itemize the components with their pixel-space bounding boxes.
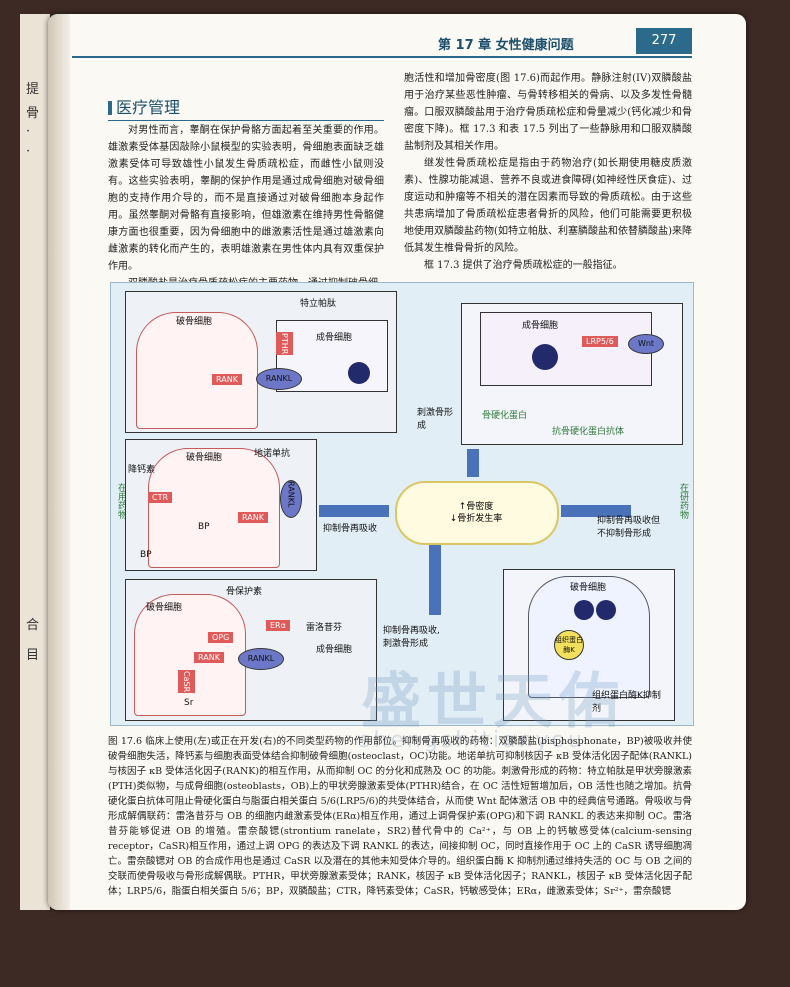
chapter-title: 第 17 章 女性健康问题 (438, 38, 574, 53)
page-number: 277 (636, 28, 692, 54)
inhibitor-label: 组织蛋白酶K抑制剂 (592, 691, 661, 714)
adjacent-page-char: 合 (26, 618, 40, 633)
osteoblast-cell (480, 312, 652, 386)
bp-label: BP (140, 550, 152, 560)
rank-receptor: RANK (212, 374, 242, 385)
watermark: 盛世天佑 (361, 667, 625, 737)
wnt-oval: Wnt (628, 334, 664, 354)
cathepsin-k-enzyme: 组织蛋白酶K (554, 630, 584, 660)
osteoblast-label: 成骨细胞 (316, 333, 353, 343)
rankl-oval: RANKL (280, 480, 302, 518)
adjacent-page-char: · (26, 144, 31, 159)
panel-calcitonin-denosumab: 破骨细胞 降钙素 地诺单抗 CTR RANK RANKL BP BP (125, 439, 317, 571)
adjacent-page-edge: 提 骨 · · 合 目 (20, 14, 50, 910)
rankl-label: RANKL (247, 654, 275, 663)
panel-sclerostin: 成骨细胞 LRP5/6 Wnt 骨硬化蛋白 抗骨硬化蛋白抗体 (461, 303, 683, 445)
arrow-label-stimulate: 刺激骨形成 (417, 408, 454, 431)
arrow-label-inhibit-stim: 抑制骨再吸收,刺激骨形成 (383, 626, 440, 649)
paragraph: 框 17.3 提供了治疗骨质疏松症的一般指征。 (424, 260, 623, 271)
book-spine (48, 14, 70, 910)
watermark-pinyin: shengshitianyou (359, 728, 585, 753)
drug-calcitonin: 降钙素 (128, 465, 156, 475)
osteoclast-cell (134, 594, 246, 716)
panel-teriparatide: 破骨细胞 成骨细胞 特立帕肽 PTHR RANK RANKL (125, 291, 397, 433)
enzyme-label: 组织蛋白酶K (555, 636, 583, 654)
arrow-label-inhibit-nostim: 抑制骨再吸收但不抑制骨形成 (597, 516, 661, 539)
bone-text: ↑骨密度 ↓骨折发生率 (421, 501, 531, 525)
paragraph: 胞活性和增加骨密度(图 17.6)而起作用。静脉注射(IV)双膦酸盐用于治疗某些… (404, 73, 692, 152)
rank-receptor: RANK (194, 652, 224, 663)
section-title-text: 医疗管理 (116, 98, 181, 117)
figure-caption: 图 17.6 临床上使用(左)或正在开发(右)的不同类型药物的作用部位。抑制骨再… (108, 736, 692, 897)
bp-label: BP (198, 522, 210, 532)
pthr-receptor: PTHR (276, 332, 293, 356)
figure-17-6: 在用药物 在研药物 破骨细胞 成骨细胞 特立帕肽 PTHR RANK RANKL… (110, 282, 694, 753)
sclerostin-label: 骨硬化蛋白 (482, 411, 528, 421)
sr-label: Sr (184, 698, 194, 708)
arrow-label-inhibit: 抑制骨再吸收 (323, 524, 378, 534)
er-label: ERα (266, 620, 290, 631)
osteoblast-label: 成骨细胞 (316, 645, 353, 655)
antibody-label: 抗骨硬化蛋白抗体 (552, 427, 625, 437)
rankl-oval: RANKL (238, 648, 284, 670)
drug-teriparatide: 特立帕肽 (300, 299, 337, 309)
adjacent-page-char: 提 (26, 82, 40, 97)
adjacent-page-char: · (26, 124, 31, 139)
rankl-oval: RANKL (256, 368, 302, 390)
arrow-stimulate (467, 449, 479, 477)
nucleus (574, 600, 594, 620)
osteoclast-label: 破骨细胞 (146, 603, 183, 613)
paragraph: 对男性而言，睾酮在保护骨骼方面起着至关重要的作用。雄激素受体基因敲除小鼠模型的实… (108, 125, 384, 272)
page-header: 第 17 章 女性健康问题 277 (72, 28, 692, 58)
left-side-label: 在用药物 (116, 483, 126, 519)
casr-receptor: CaSR (178, 670, 195, 694)
osteoclast-label: 破骨细胞 (570, 583, 607, 593)
osteoclast-cell (148, 448, 280, 568)
drug-raloxifene: 雷洛昔芬 (306, 623, 343, 633)
right-text-column: 胞活性和增加骨密度(图 17.6)而起作用。静脉注射(IV)双膦酸盐用于治疗某些… (404, 70, 692, 274)
left-text-column: 对男性而言，睾酮在保护骨骼方面起着至关重要的作用。雄激素受体基因敲除小鼠模型的实… (108, 122, 384, 292)
section-marker (108, 101, 112, 115)
osteoclast-label: 破骨细胞 (176, 317, 213, 327)
osteoclast-cell (528, 576, 650, 698)
adjacent-page-char: 目 (26, 648, 40, 663)
section-title: 医疗管理 (108, 94, 384, 121)
wnt-label: Wnt (637, 339, 655, 348)
nucleus (348, 362, 370, 384)
fracture-rate-text: ↓骨折发生率 (449, 514, 503, 524)
panel-cathepsin-k: 破骨细胞 组织蛋白酶K 组织蛋白酶K抑制剂 (503, 569, 675, 721)
drug-opg: 骨保护素 (226, 587, 263, 597)
adjacent-page-char: 骨 (26, 106, 40, 121)
rankl-label: RANKL (286, 481, 296, 508)
opg-label: OPG (208, 632, 234, 643)
osteoblast-label: 成骨细胞 (522, 321, 559, 331)
nucleus (532, 344, 558, 370)
ctr-receptor: CTR (148, 492, 173, 503)
panel-opg-raloxifene: 破骨细胞 骨保护素 雷洛昔芬 成骨细胞 OPG ERα RANK RANKL C… (125, 579, 377, 721)
osteoclast-label: 破骨细胞 (186, 453, 223, 463)
arrow-inhibit-nostim (561, 505, 631, 517)
lrp-receptor: LRP5/6 (582, 336, 618, 347)
bone-density-text: ↑骨密度 (458, 502, 494, 512)
right-side-label: 在研药物 (678, 483, 688, 519)
arrow-inhibit-stim (429, 545, 441, 615)
osteoclast-cell (136, 312, 258, 429)
drug-denosumab: 地诺单抗 (254, 449, 291, 459)
rank-receptor: RANK (238, 512, 268, 523)
nucleus (596, 600, 616, 620)
paragraph: 继发性骨质疏松症是指由于药物治疗(如长期使用糖皮质激素)、性腺功能减退、营养不良… (404, 158, 692, 254)
rankl-label: RANKL (265, 374, 293, 383)
bone-diagram (395, 481, 559, 545)
arrow-inhibit (319, 505, 389, 517)
